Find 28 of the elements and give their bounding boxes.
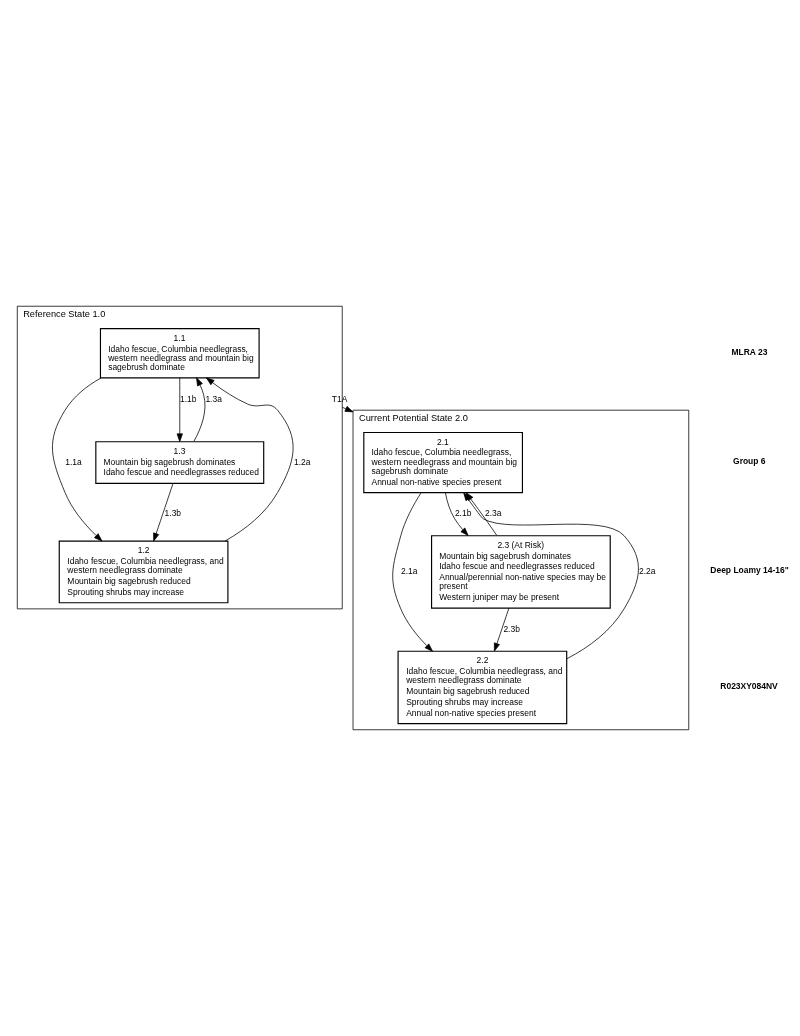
label: MLRA 23: [731, 346, 768, 357]
arrow: [52, 377, 103, 542]
edge-label: 1.3b: [164, 508, 182, 519]
edge-label: 1.1a: [65, 456, 82, 467]
node-box: 1.1 Idaho fescue, Columbia needlegrass, western needlegrass and mountain big sagebrush dominate: [99, 328, 260, 379]
arrow: [153, 482, 174, 542]
node-box: 2.3 (At Risk) Mountain big sagebrush dominates Idaho fescue and needlegrasses reduced Annual/perennial non-native species may be present Western juniper may be present: [431, 535, 611, 609]
arrow: [493, 607, 510, 652]
label: Group 6: [733, 455, 766, 466]
arrow: [176, 377, 183, 442]
node-box: 2.2 Idaho fescue, Columbia needlegrass, and western needlegrass dominate Mountain big sagebrush reduced Sprouting shrubs may increase Annual non-native species present: [397, 650, 568, 725]
label: R023XY084NV: [720, 680, 778, 691]
edge-label: 2.3b: [503, 623, 520, 634]
label: Deep Loamy 14-16": [710, 565, 789, 576]
arrow: [392, 492, 433, 652]
edge-label: 2.1b: [454, 508, 472, 519]
edge-label: 1.2a: [293, 456, 311, 467]
edge-label: 1.3a: [205, 393, 222, 404]
arrow: [341, 406, 354, 413]
edge-label: 1.1b: [180, 393, 197, 404]
edge-label: 2.3a: [484, 508, 502, 519]
node-box: 2.1 Idaho fescue, Columbia needlegrass, western needlegrass and mountain big sagebrush dominate Annual non-native species present: [363, 431, 524, 494]
arrow: [206, 377, 294, 542]
node-box: 1.2 Idaho fescue, Columbia needlegrass, and western needlegrass dominate Mountain big sagebrush reduced Sprouting shrubs may increase: [58, 540, 229, 604]
node-box: 1.3 Mountain big sagebrush dominates Idaho fescue and needlegrasses reduced: [95, 441, 265, 484]
edge-label: 2.1a: [401, 566, 418, 577]
edge-label: 2.2a: [638, 566, 656, 577]
arrow: [193, 377, 206, 442]
